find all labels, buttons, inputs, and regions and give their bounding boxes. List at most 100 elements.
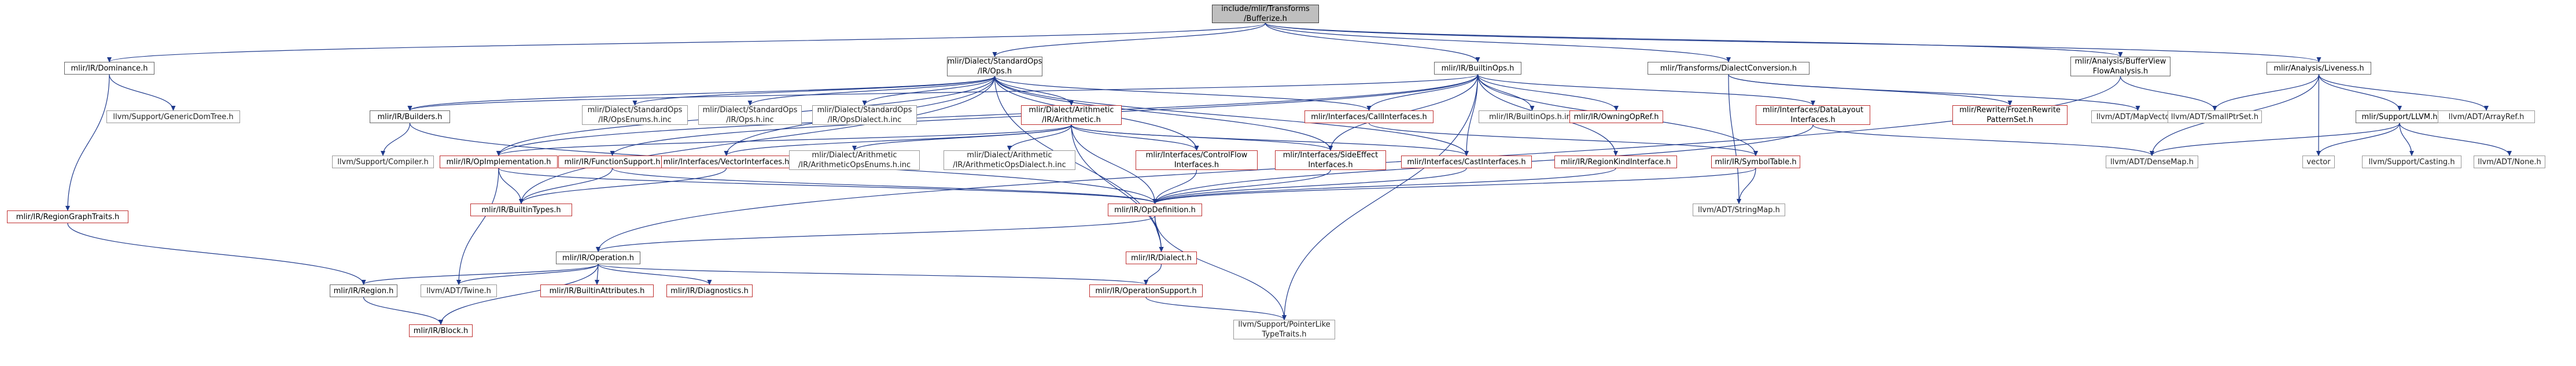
node-twine: llvm/ADT/Twine.h	[421, 284, 497, 297]
node-builtinopsinc: mlir/IR/BuiltinOps.h.inc	[1479, 110, 1586, 123]
node-stdops[interactable]: mlir/Dialect/StandardOps/IR/Ops.h	[947, 57, 1042, 76]
edge-builtinops-to-builtinopsinc	[1477, 74, 1535, 111]
node-label-line: mlir/IR/Dialect.h	[1131, 253, 1192, 263]
node-label-line: llvm/ADT/MapVector.h	[2096, 112, 2180, 121]
edge-dialectconv-to-mapvector	[1728, 74, 2140, 111]
node-block[interactable]: mlir/IR/Block.h	[409, 324, 473, 337]
edge-arith-to-controlflow	[1071, 124, 1199, 151]
edge-root-to-bufferview	[1265, 23, 2123, 57]
node-dialectconv[interactable]: mlir/Transforms/DialectConversion.h	[1648, 62, 1810, 75]
node-owningopref[interactable]: mlir/IR/OwningOpRef.h	[1569, 110, 1663, 123]
node-builtintypes[interactable]: mlir/IR/BuiltinTypes.h	[470, 204, 572, 216]
edge-dialect-to-opsupport	[1144, 264, 1162, 285]
node-label-line: /IR/OpsDialect.h.inc	[827, 116, 902, 124]
node-label-line: llvm/ADT/DenseMap.h	[2110, 157, 2194, 167]
node-symboltable[interactable]: mlir/IR/SymbolTable.h	[1711, 156, 1800, 168]
node-label-line: llvm/Support/GenericDomTree.h	[113, 112, 234, 121]
edge-arith-to-opimpl	[496, 124, 1072, 156]
edge-opimpl-to-twine	[456, 168, 499, 285]
node-label-line: mlir/IR/OperationSupport.h	[1095, 286, 1197, 295]
node-label-line: mlir/Dialect/Arithmetic	[1029, 106, 1114, 114]
edge-llvmsupport-to-casting	[2399, 123, 2414, 156]
edge-dialectconv-to-stringmap	[1728, 74, 1741, 204]
edge-opimpl-to-opdef	[498, 168, 1158, 204]
node-label-line: mlir/IR/BuiltinAttributes.h	[549, 286, 645, 295]
edge-operation-to-twine	[456, 264, 599, 285]
node-arrayref: llvm/ADT/ArrayRef.h	[2438, 110, 2535, 123]
node-builtinattr[interactable]: mlir/IR/BuiltinAttributes.h	[540, 284, 654, 297]
node-dialect[interactable]: mlir/IR/Dialect.h	[1126, 252, 1197, 264]
edge-dominance-to-genericdomtree	[109, 74, 176, 111]
edge-bufferview-to-smallptrset	[2120, 76, 2217, 111]
node-opimpl[interactable]: mlir/IR/OpImplementation.h	[440, 156, 558, 168]
node-label-line: /IR/ArithmeticOpsDialect.h.inc	[953, 161, 1066, 169]
node-dominance[interactable]: mlir/IR/Dominance.h	[64, 62, 154, 75]
node-opsdialect: mlir/Dialect/StandardOps/IR/OpsDialect.h…	[812, 105, 917, 125]
node-diagnostics[interactable]: mlir/IR/Diagnostics.h	[666, 284, 753, 297]
node-supportcompiler: llvm/Support/Compiler.h	[332, 156, 434, 168]
node-label-line: mlir/IR/Region.h	[333, 286, 394, 295]
node-regionkind[interactable]: mlir/IR/RegionKindInterface.h	[1554, 156, 1677, 168]
node-llvmsupport[interactable]: mlir/Support/LLVM.h	[2356, 110, 2444, 123]
edge-stdops-to-callif	[994, 76, 1372, 111]
node-vectorif[interactable]: mlir/Interfaces/VectorInterfaces.h	[661, 156, 791, 168]
edge-dominance-to-regiongraph	[65, 74, 110, 211]
node-opsupport[interactable]: mlir/IR/OperationSupport.h	[1089, 284, 1203, 297]
edge-llvmsupport-to-none	[2399, 123, 2512, 156]
node-label-line: Interfaces.h	[1174, 161, 1219, 169]
edge-region-to-block	[363, 297, 443, 325]
node-callif[interactable]: mlir/Interfaces/CallInterfaces.h	[1304, 110, 1433, 123]
edge-builders-to-supportcompiler	[381, 123, 411, 156]
node-label-line: mlir/Analysis/BufferView	[2074, 57, 2166, 66]
node-label-line: mlir/IR/Operation.h	[562, 253, 634, 263]
edge-root-to-dominance	[107, 23, 1266, 62]
edge-liveness-to-arrayref	[2318, 74, 2489, 111]
node-label-line: llvm/Support/Compiler.h	[337, 157, 429, 167]
node-liveness[interactable]: mlir/Analysis/Liveness.h	[2267, 62, 2371, 75]
node-label-line: mlir/Dialect/StandardOps	[817, 106, 912, 114]
edge-stdops-to-builtintypes	[519, 76, 996, 204]
edge-opdef-to-pointerlike	[1154, 216, 1287, 320]
node-label-line: llvm/Support/PointerLike	[1238, 320, 1331, 329]
node-regiongraph[interactable]: mlir/IR/RegionGraphTraits.h	[7, 210, 128, 223]
node-funcsupport[interactable]: mlir/IR/FunctionSupport.h	[558, 156, 666, 168]
node-builders[interactable]: mlir/IR/Builders.h	[370, 110, 450, 123]
edge-builtinops-to-callif	[1366, 74, 1479, 111]
node-mapvector: llvm/ADT/MapVector.h	[2091, 110, 2184, 123]
node-operation[interactable]: mlir/IR/Operation.h	[556, 252, 640, 264]
node-label-line: llvm/ADT/ArrayRef.h	[2448, 112, 2525, 121]
node-label-line: llvm/ADT/Twine.h	[426, 286, 491, 295]
edge-operation-to-opsupport	[598, 264, 1148, 285]
node-label-line: PatternSet.h	[1987, 116, 2033, 124]
edge-liveness-to-smallptrset	[2212, 74, 2320, 111]
node-label-line: mlir/Dialect/Arithmetic	[967, 151, 1052, 160]
node-label-line: mlir/IR/RegionGraphTraits.h	[16, 212, 120, 221]
node-label-line: llvm/ADT/None.h	[2478, 157, 2541, 167]
node-arith[interactable]: mlir/Dialect/Arithmetic/IR/Arithmetic.h	[1021, 105, 1122, 125]
node-label-line: mlir/Interfaces/CallInterfaces.h	[1311, 112, 1427, 121]
edge-arith-to-opdef	[1071, 124, 1158, 204]
edge-funcsupport-to-builtintypes	[519, 168, 613, 204]
node-densemap: llvm/ADT/DenseMap.h	[2106, 156, 2198, 168]
node-castif[interactable]: mlir/Interfaces/CastInterfaces.h	[1401, 156, 1532, 168]
node-region[interactable]: mlir/IR/Region.h	[330, 284, 397, 297]
node-label-line: Interfaces.h	[1790, 116, 1836, 124]
node-label-line: mlir/Dialect/StandardOps	[702, 106, 798, 114]
node-builtinops[interactable]: mlir/IR/BuiltinOps.h	[1434, 62, 1521, 75]
node-label-line: /IR/Ops.h	[977, 67, 1012, 76]
node-label-line: mlir/Rewrite/FrozenRewrite	[1959, 106, 2061, 114]
node-label-line: llvm/Support/Casting.h	[2368, 157, 2455, 167]
edge-stdops-to-builders	[407, 76, 996, 111]
edge-liveness-to-llvmsupport	[2318, 74, 2402, 111]
edge-builtinops-to-datalayout	[1477, 74, 1815, 106]
edge-opimpl-to-builtintypes	[498, 168, 524, 204]
node-opdef[interactable]: mlir/IR/OpDefinition.h	[1108, 204, 1202, 216]
node-label-line: /IR/OpsEnums.h.inc	[598, 116, 672, 124]
